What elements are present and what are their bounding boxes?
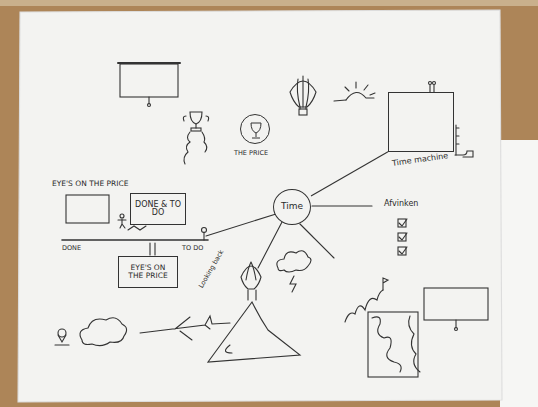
node-text: THE PRICE (234, 150, 268, 157)
node-text: DONE & TO DO (134, 201, 182, 218)
node-text: Time (281, 202, 303, 211)
sketch-box: DONE & TO DO (130, 193, 186, 225)
machine-box (388, 92, 454, 152)
sketch-label: DONE (62, 245, 81, 252)
cup-circle (240, 114, 270, 144)
sketch-figure: Time machine (388, 88, 456, 176)
sketch-label: TO DO (182, 245, 203, 252)
connector-line (311, 152, 388, 196)
cup-icon (241, 115, 271, 145)
node-text: EYE'S ON THE PRICE (122, 264, 174, 280)
sketch-box: EYE'S ON THE PRICE (118, 256, 178, 288)
sketch-label: Looking back (198, 249, 225, 289)
node-text: Time machine (392, 152, 449, 168)
topic-circle: Time (273, 189, 311, 225)
sketch-label: Afvinken (384, 200, 418, 208)
sketch-figure: THE PRICE (240, 114, 272, 160)
sketch-label: EYE'S ON THE PRICE (52, 180, 128, 188)
